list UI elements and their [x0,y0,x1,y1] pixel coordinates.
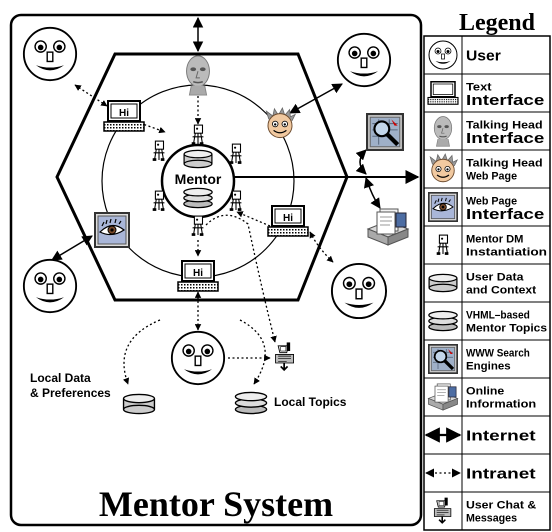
diagram-border [9,13,423,527]
local-topics-stack-icon [234,391,268,415]
terminal-label: Hi [283,213,293,224]
mentor-core-label: Mentor [175,171,222,187]
diagram-title: Mentor System [99,484,333,524]
text-interface-top-left: Hi [103,100,145,132]
intranet-links [74,84,334,385]
legend-item-label: Web Page [466,195,517,207]
text-interface-bottom: Hi [177,260,219,292]
local-data-label-line-1: Local Data [30,371,91,385]
internet-links [51,16,420,261]
legend-item-label: Engines [466,360,511,372]
legend-item-label: Messages [466,512,517,524]
legend-item-label: Web Page [466,170,517,182]
terminal-label: Hi [193,268,203,279]
terminal-label: Hi [119,108,129,119]
legend-item-label: Intranet [466,465,536,482]
legend-item: Intranet [424,453,550,482]
cartoon-head-icon [429,153,458,183]
user-face-top-left [22,26,78,82]
legend-item-label: Talking Head [466,119,543,131]
text-interface-right: Hi [267,205,309,237]
legend-item-label: Instantiation [466,246,547,258]
legend-item-label: Mentor DM [466,233,523,245]
legend-item-label: User Data [466,271,524,283]
legend-item-label: WWW Search [466,347,530,359]
smiley-face-icon [428,40,458,70]
online-info-icon [428,383,458,411]
user-face-bottom-left [22,258,78,314]
diagram-area: Hi Hi Hi Mentor Local Data [9,13,423,527]
legend-item: Internet [424,415,550,444]
legend-item-label: Interface [466,206,544,223]
web-page-interface-icon [94,212,130,248]
mentor-core: Mentor [175,149,222,209]
database-disk-icon [428,273,458,293]
local-data-label-line-2: & Preferences [30,386,111,400]
mentor-hexagon [55,52,349,302]
database-stack-icon [428,310,458,332]
local-data-disk-icon [122,393,156,415]
legend-item-label: Information [466,398,536,410]
mentor-dm-figure-icon [436,234,449,256]
user-face-bottom-center [170,330,226,386]
legend-item: User [428,40,501,70]
user-chat-icon [433,496,452,524]
legend-item-label: and Context [466,284,537,296]
eye-web-page-icon [428,191,458,223]
user-face-bottom-right [330,262,388,320]
legend-item-label: Interface [466,92,544,109]
legend-item-label: Mentor Topics [466,322,547,334]
www-search-engine-icon [367,114,403,150]
legend-item-label: User [466,47,501,64]
legend-item-label: User Chat & [466,499,536,511]
local-topics-label: Local Topics [274,395,347,409]
legend-item-label: Text [466,81,492,93]
talking-head-icon [433,115,453,147]
computer-terminal-icon [427,81,459,105]
magnifier-search-icon [427,343,459,375]
user-face-top-right [336,32,392,88]
legend-item-label: VHML–based [466,309,530,321]
legend-item-label: Interface [466,130,544,147]
legend-frame [423,35,551,531]
legend-item-label: Talking Head [466,157,543,169]
legend-item-label: Internet [466,427,536,444]
legend-title: Legend [459,10,536,36]
legend-item: User Chat &Messages [424,491,550,524]
legend-item-label: Online [466,385,504,397]
